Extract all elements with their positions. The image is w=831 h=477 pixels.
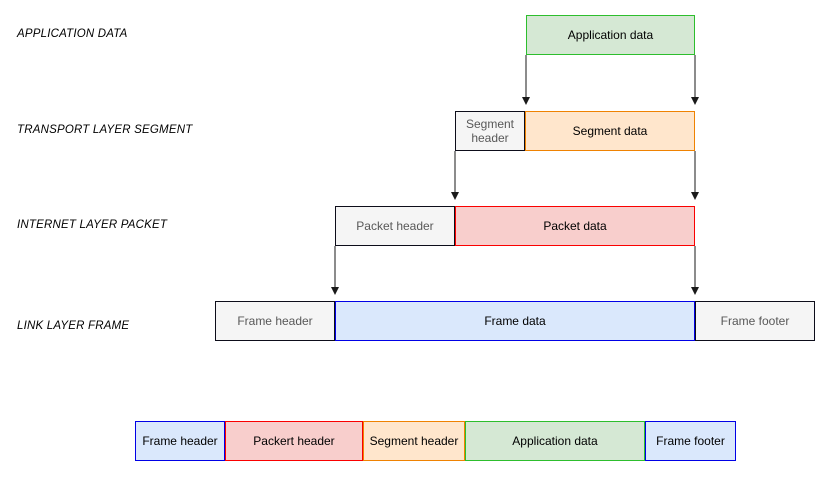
layer-label-application-data: APPLICATION DATA: [17, 28, 128, 40]
composite-application-data-box: Application data: [465, 421, 645, 461]
layer-label-transport-layer-segment: TRANSPORT LAYER SEGMENT: [17, 124, 193, 136]
packet-data-box: Packet data: [455, 206, 695, 246]
frame-header-box: Frame header: [215, 301, 335, 341]
segment-header-box: Segment header: [455, 111, 525, 151]
composite-frame-header-box: Frame header: [135, 421, 225, 461]
application-data-box: Application data: [526, 15, 695, 55]
layer-label-link-layer-frame: LINK LAYER FRAME: [17, 320, 130, 332]
frame-data-box: Frame data: [335, 301, 695, 341]
packet-header-box: Packet header: [335, 206, 455, 246]
frame-footer-box: Frame footer: [695, 301, 815, 341]
composite-packet-header-box: Packert header: [225, 421, 363, 461]
segment-data-box: Segment data: [525, 111, 695, 151]
composite-segment-header-box: Segment header: [363, 421, 465, 461]
composite-frame-footer-box: Frame footer: [645, 421, 736, 461]
layer-label-internet-layer-packet: INTERNET LAYER PACKET: [17, 219, 168, 231]
